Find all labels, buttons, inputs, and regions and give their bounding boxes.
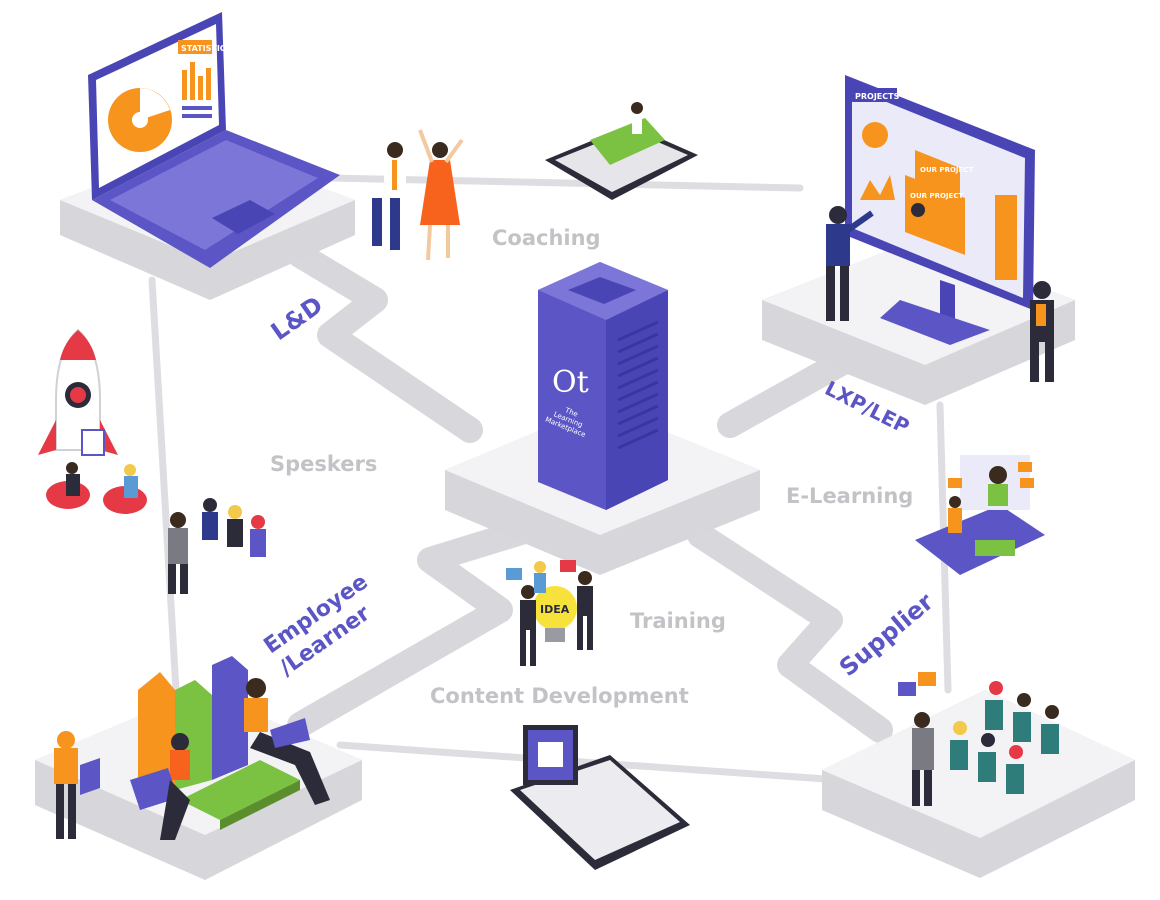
laptop-illustration: STATISTICS	[88, 12, 340, 268]
celebrating-people	[372, 121, 464, 261]
label-content-development: Content Development	[430, 684, 689, 708]
label-coaching: Coaching	[492, 226, 601, 250]
rocket-illustration	[38, 328, 147, 514]
idea-bulb-text: IDEA	[540, 603, 570, 616]
laptop-screen-title: STATISTICS	[181, 44, 232, 53]
smartphone-illustration	[510, 725, 690, 870]
server-vent-lines	[617, 320, 659, 450]
presenter-people	[826, 206, 1054, 382]
employee-learner-illustration	[54, 656, 330, 840]
bar-chart-icon	[182, 70, 187, 100]
person-silhouette-icon	[911, 203, 925, 217]
label-training: Training	[630, 609, 726, 633]
road-ld	[287, 242, 483, 443]
server-tower: Ot The Learning Marketplace	[538, 262, 668, 510]
line-laptop-coaching	[326, 174, 804, 192]
road-supplier	[687, 522, 893, 743]
server-logo: Ot	[552, 365, 589, 400]
elearning-board-illustration	[915, 455, 1045, 575]
supplier-group	[898, 672, 1059, 806]
roads	[287, 242, 893, 743]
monitor-illustration: PROJECTS OUR PROJECT OUR PROJECT	[845, 75, 1035, 345]
label-e-learning: E-Learning	[786, 484, 914, 508]
monitor-screen-title: PROJECTS	[855, 92, 900, 101]
tablet-coaching-illustration	[545, 102, 698, 200]
label-speakers: Speskers	[270, 452, 378, 476]
project-card-1: OUR PROJECT	[920, 166, 973, 174]
project-card-2: OUR PROJECT	[910, 192, 963, 200]
road-lxp	[717, 345, 863, 438]
road-employee	[287, 507, 573, 738]
idea-group: IDEA	[506, 560, 593, 666]
speakers-group	[168, 498, 266, 594]
line-laptop-employee	[148, 276, 180, 694]
